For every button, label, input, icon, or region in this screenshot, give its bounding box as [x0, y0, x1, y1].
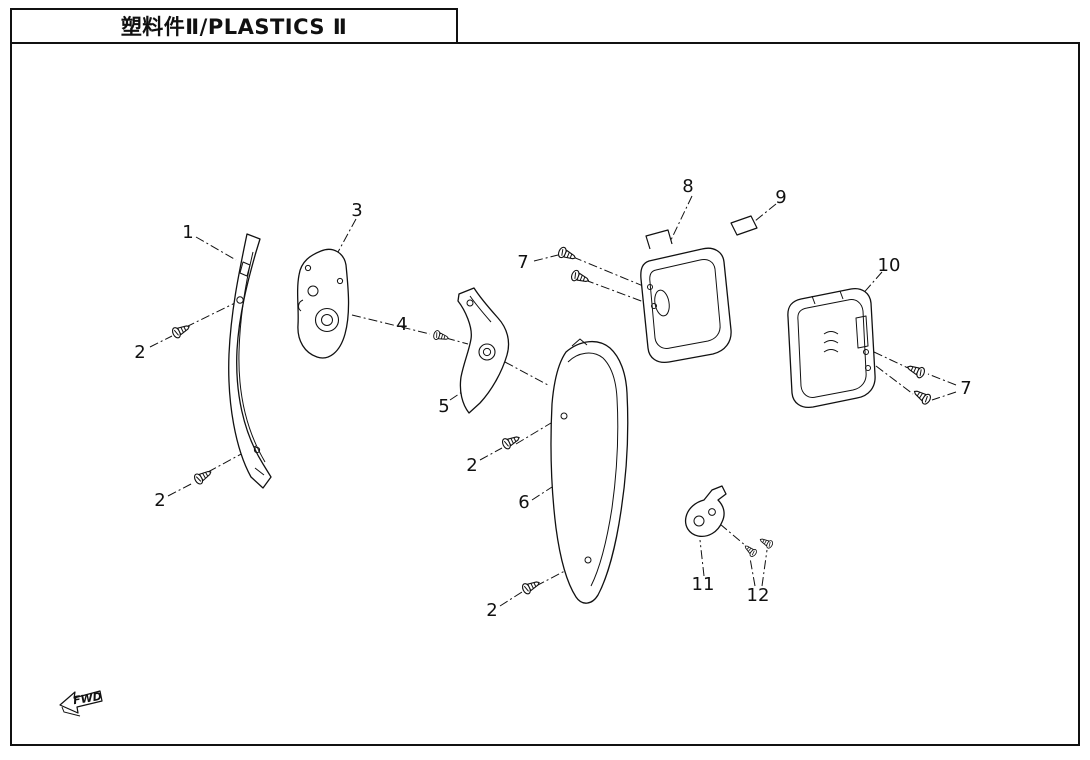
screw-2d	[520, 577, 543, 596]
diagram-title: 塑料件Ⅱ/PLASTICS Ⅱ	[120, 15, 348, 39]
screw-2a	[170, 321, 193, 340]
callout-9: 9	[775, 187, 786, 208]
part-8-upper-cover	[640, 229, 732, 364]
callout-2b: 2	[154, 490, 165, 511]
screw-2b	[192, 466, 215, 486]
callout-2c: 2	[466, 455, 477, 476]
part-5-inner-panel	[457, 287, 510, 414]
callout-12: 12	[747, 585, 770, 606]
part-9-pad	[730, 215, 758, 236]
callout-7b: 7	[960, 378, 971, 399]
fwd-arrow: FWD	[59, 690, 103, 717]
callout-10: 10	[878, 255, 901, 276]
part-6-side-cover-panel	[550, 338, 629, 604]
screw-7b	[569, 268, 592, 287]
exploded-view-diagram: 1 2 2 2 2 3 4 5 6 7 7 8 9 10 11 12	[59, 176, 972, 717]
part-11-latch-bracket	[684, 485, 727, 538]
callout-4: 4	[396, 314, 407, 335]
part-10-rear-cover	[787, 287, 876, 409]
callout-3: 3	[351, 200, 362, 221]
callout-2d: 2	[486, 600, 497, 621]
screw-12a	[742, 542, 759, 559]
callout-1: 1	[182, 222, 193, 243]
callout-11: 11	[692, 574, 715, 595]
fwd-label: FWD	[72, 690, 102, 707]
callout-5: 5	[438, 396, 449, 417]
screw-12b	[757, 535, 775, 550]
callout-8: 8	[682, 176, 693, 197]
title-box: 塑料件Ⅱ/PLASTICS Ⅱ	[10, 8, 458, 44]
screw-7a	[556, 245, 579, 264]
part-1-side-trim-panel	[228, 233, 272, 489]
leader-lines	[149, 195, 957, 607]
part-3-bracket-plate	[296, 248, 350, 359]
callout-7a: 7	[517, 252, 528, 273]
screw-4	[432, 329, 451, 344]
screw-2c	[500, 432, 523, 451]
screw-7c	[904, 361, 927, 380]
callout-2a: 2	[134, 342, 145, 363]
screw-7d	[910, 386, 933, 407]
diagram-frame: 1 2 2 2 2 3 4 5 6 7 7 8 9 10 11 12	[10, 42, 1080, 746]
callout-6: 6	[518, 492, 529, 513]
